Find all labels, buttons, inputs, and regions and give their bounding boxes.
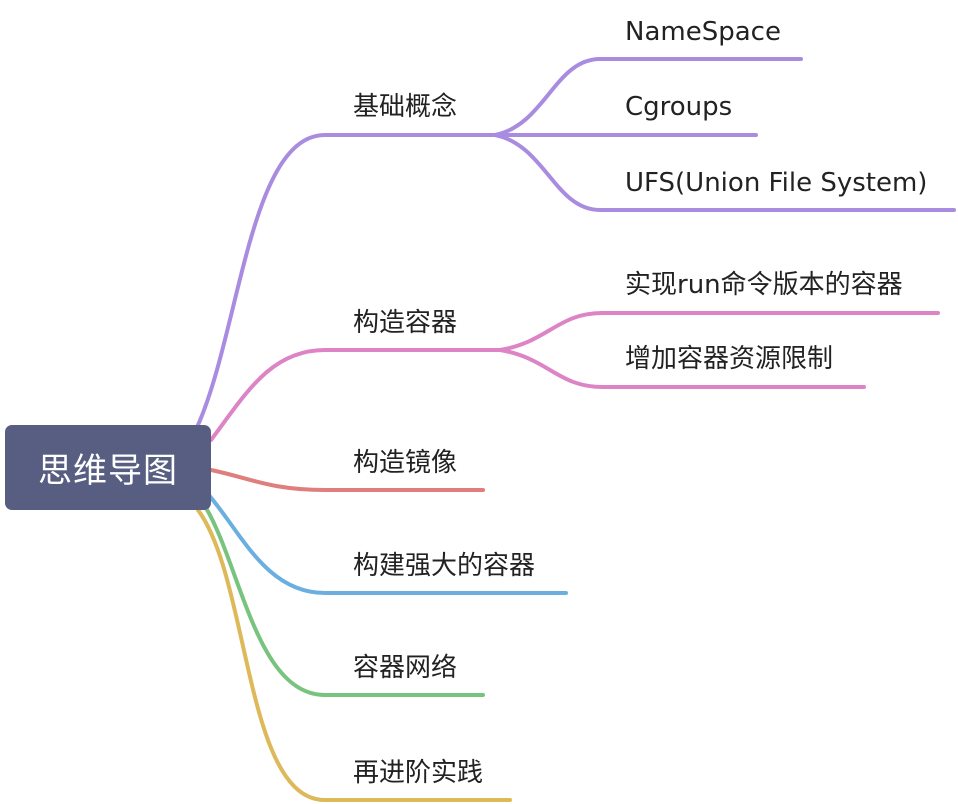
connector-basic-concepts-to-ufs (493, 133, 956, 212)
connector-root-to-advanced-practice (196, 508, 512, 802)
node-cgroups[interactable]: Cgroups (625, 92, 733, 122)
node-build-image[interactable]: 构造镜像 (353, 448, 458, 478)
connector-root-to-build-container (209, 348, 502, 442)
node-container-network[interactable]: 容器网络 (353, 653, 458, 683)
node-advanced-practice[interactable]: 再进阶实践 (353, 758, 484, 788)
connector-root-to-container-network (201, 501, 485, 697)
connector-build-container-to-run-container (498, 311, 940, 352)
root-node[interactable]: 思维导图 (5, 425, 211, 510)
connector-root-to-powerful-container (205, 491, 568, 595)
node-basic-concepts[interactable]: 基础概念 (353, 92, 458, 122)
node-namespace[interactable]: NameSpace (625, 17, 781, 47)
connector-build-container-to-resource-limit (498, 348, 866, 389)
node-ufs[interactable]: UFS(Union File System) (625, 168, 928, 198)
node-build-powerful-container[interactable]: 构建强大的容器 (353, 551, 536, 581)
connector-root-to-basic-concepts (196, 133, 497, 427)
connector-basic-concepts-to-namespace (493, 57, 803, 137)
node-run-command-container[interactable]: 实现run命令版本的容器 (625, 270, 903, 300)
node-container-resource-limit[interactable]: 增加容器资源限制 (625, 344, 834, 374)
connector-root-to-build-image (209, 468, 485, 492)
node-build-container[interactable]: 构造容器 (353, 308, 458, 338)
